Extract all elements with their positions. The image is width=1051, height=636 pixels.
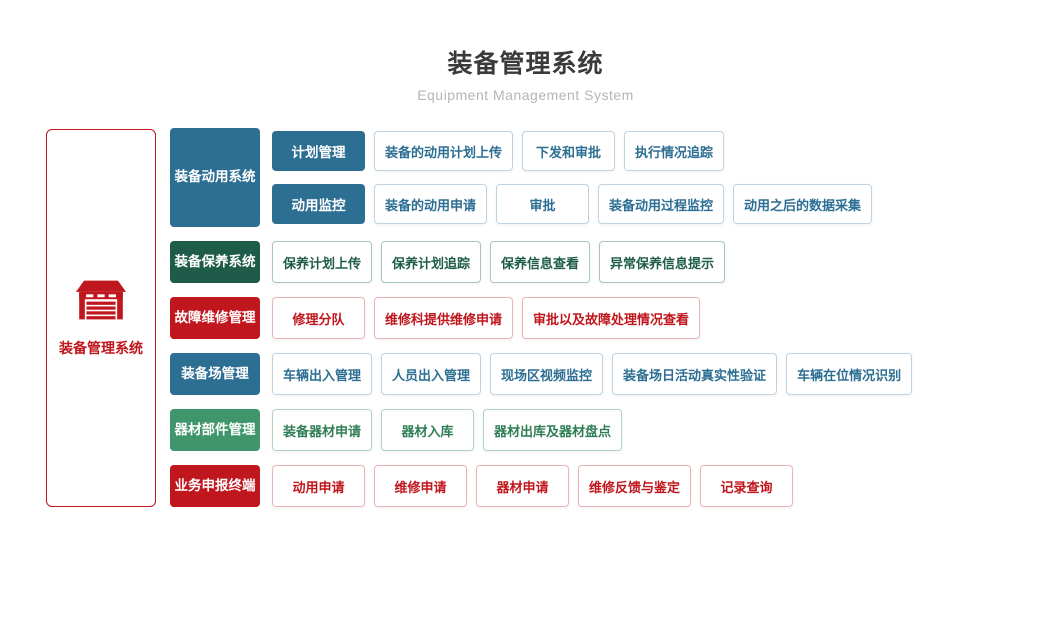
group-row-repair: 故障维修管理 修理分队 维修科提供维修申请 审批以及故障处理情况查看 <box>170 297 912 339</box>
leaf-node: 保养计划追踪 <box>381 241 482 283</box>
category-node: 装备动用系统 <box>170 128 260 227</box>
leaf-node: 装备动用过程监控 <box>598 184 725 224</box>
leaf-node: 装备场日活动真实性验证 <box>612 353 778 395</box>
group-row-terminal: 业务申报终端 动用申请 维修申请 器材申请 维修反馈与鉴定 记录查询 <box>170 465 912 507</box>
category-node: 故障维修管理 <box>170 297 260 339</box>
category-node: 业务申报终端 <box>170 465 260 507</box>
garage-icon <box>75 279 127 326</box>
leaf-node: 器材出库及器材盘点 <box>483 409 623 451</box>
diagram-rows: 装备动用系统 计划管理 装备的动用计划上传 下发和审批 执行情况追踪 动用监控 … <box>170 128 913 507</box>
leaf-node: 动用之后的数据采集 <box>733 184 873 224</box>
subgroup-row-monitor: 动用监控 装备的动用申请 审批 装备动用过程监控 动用之后的数据采集 <box>272 184 873 224</box>
leaf-node: 审批以及故障处理情况查看 <box>522 297 701 339</box>
leaf-node: 装备器材申请 <box>272 409 373 451</box>
leaf-node: 审批 <box>496 184 590 224</box>
page-header: 装备管理系统 Equipment Management System <box>0 44 1051 103</box>
root-node: 装备管理系统 <box>46 129 156 507</box>
leaf-node: 现场区视频监控 <box>490 353 604 395</box>
category-node: 装备场管理 <box>170 353 260 395</box>
leaf-node: 下发和审批 <box>522 131 616 171</box>
leaf-node: 保养计划上传 <box>272 241 373 283</box>
leaf-node: 异常保养信息提示 <box>599 241 726 283</box>
subcategory-node: 计划管理 <box>272 131 365 171</box>
leaf-node: 车辆在位情况识别 <box>786 353 913 395</box>
subgroup-column: 计划管理 装备的动用计划上传 下发和审批 执行情况追踪 动用监控 装备的动用申请… <box>272 128 873 227</box>
root-label: 装备管理系统 <box>59 339 143 356</box>
leaf-node: 记录查询 <box>700 465 794 507</box>
group-row-mobilization: 装备动用系统 计划管理 装备的动用计划上传 下发和审批 执行情况追踪 动用监控 … <box>170 128 912 227</box>
leaf-node: 器材申请 <box>476 465 569 507</box>
subgroup-row-plan: 计划管理 装备的动用计划上传 下发和审批 执行情况追踪 <box>272 131 872 171</box>
category-node: 装备保养系统 <box>170 241 260 283</box>
leaf-node: 人员出入管理 <box>381 353 482 395</box>
group-row-materials: 器材部件管理 装备器材申请 器材入库 器材出库及器材盘点 <box>170 409 912 451</box>
page-subtitle: Equipment Management System <box>417 87 634 103</box>
leaf-node: 动用申请 <box>272 465 365 507</box>
leaf-node: 执行情况追踪 <box>624 131 725 171</box>
leaf-node: 维修反馈与鉴定 <box>578 465 692 507</box>
category-node: 器材部件管理 <box>170 409 260 451</box>
leaf-node: 器材入库 <box>381 409 475 451</box>
group-row-yard: 装备场管理 车辆出入管理 人员出入管理 现场区视频监控 装备场日活动真实性验证 … <box>170 353 913 395</box>
leaf-node: 维修申请 <box>374 465 467 507</box>
leaf-node: 维修科提供维修申请 <box>374 297 514 339</box>
group-row-maintenance: 装备保养系统 保养计划上传 保养计划追踪 保养信息查看 异常保养信息提示 <box>170 241 912 283</box>
leaf-node: 保养信息查看 <box>490 241 591 283</box>
leaf-node: 车辆出入管理 <box>272 353 373 395</box>
leaf-node: 修理分队 <box>272 297 365 339</box>
page-title: 装备管理系统 <box>447 50 604 78</box>
leaf-node: 装备的动用申请 <box>374 184 488 224</box>
leaf-node: 装备的动用计划上传 <box>374 131 514 171</box>
subcategory-node: 动用监控 <box>272 184 365 224</box>
